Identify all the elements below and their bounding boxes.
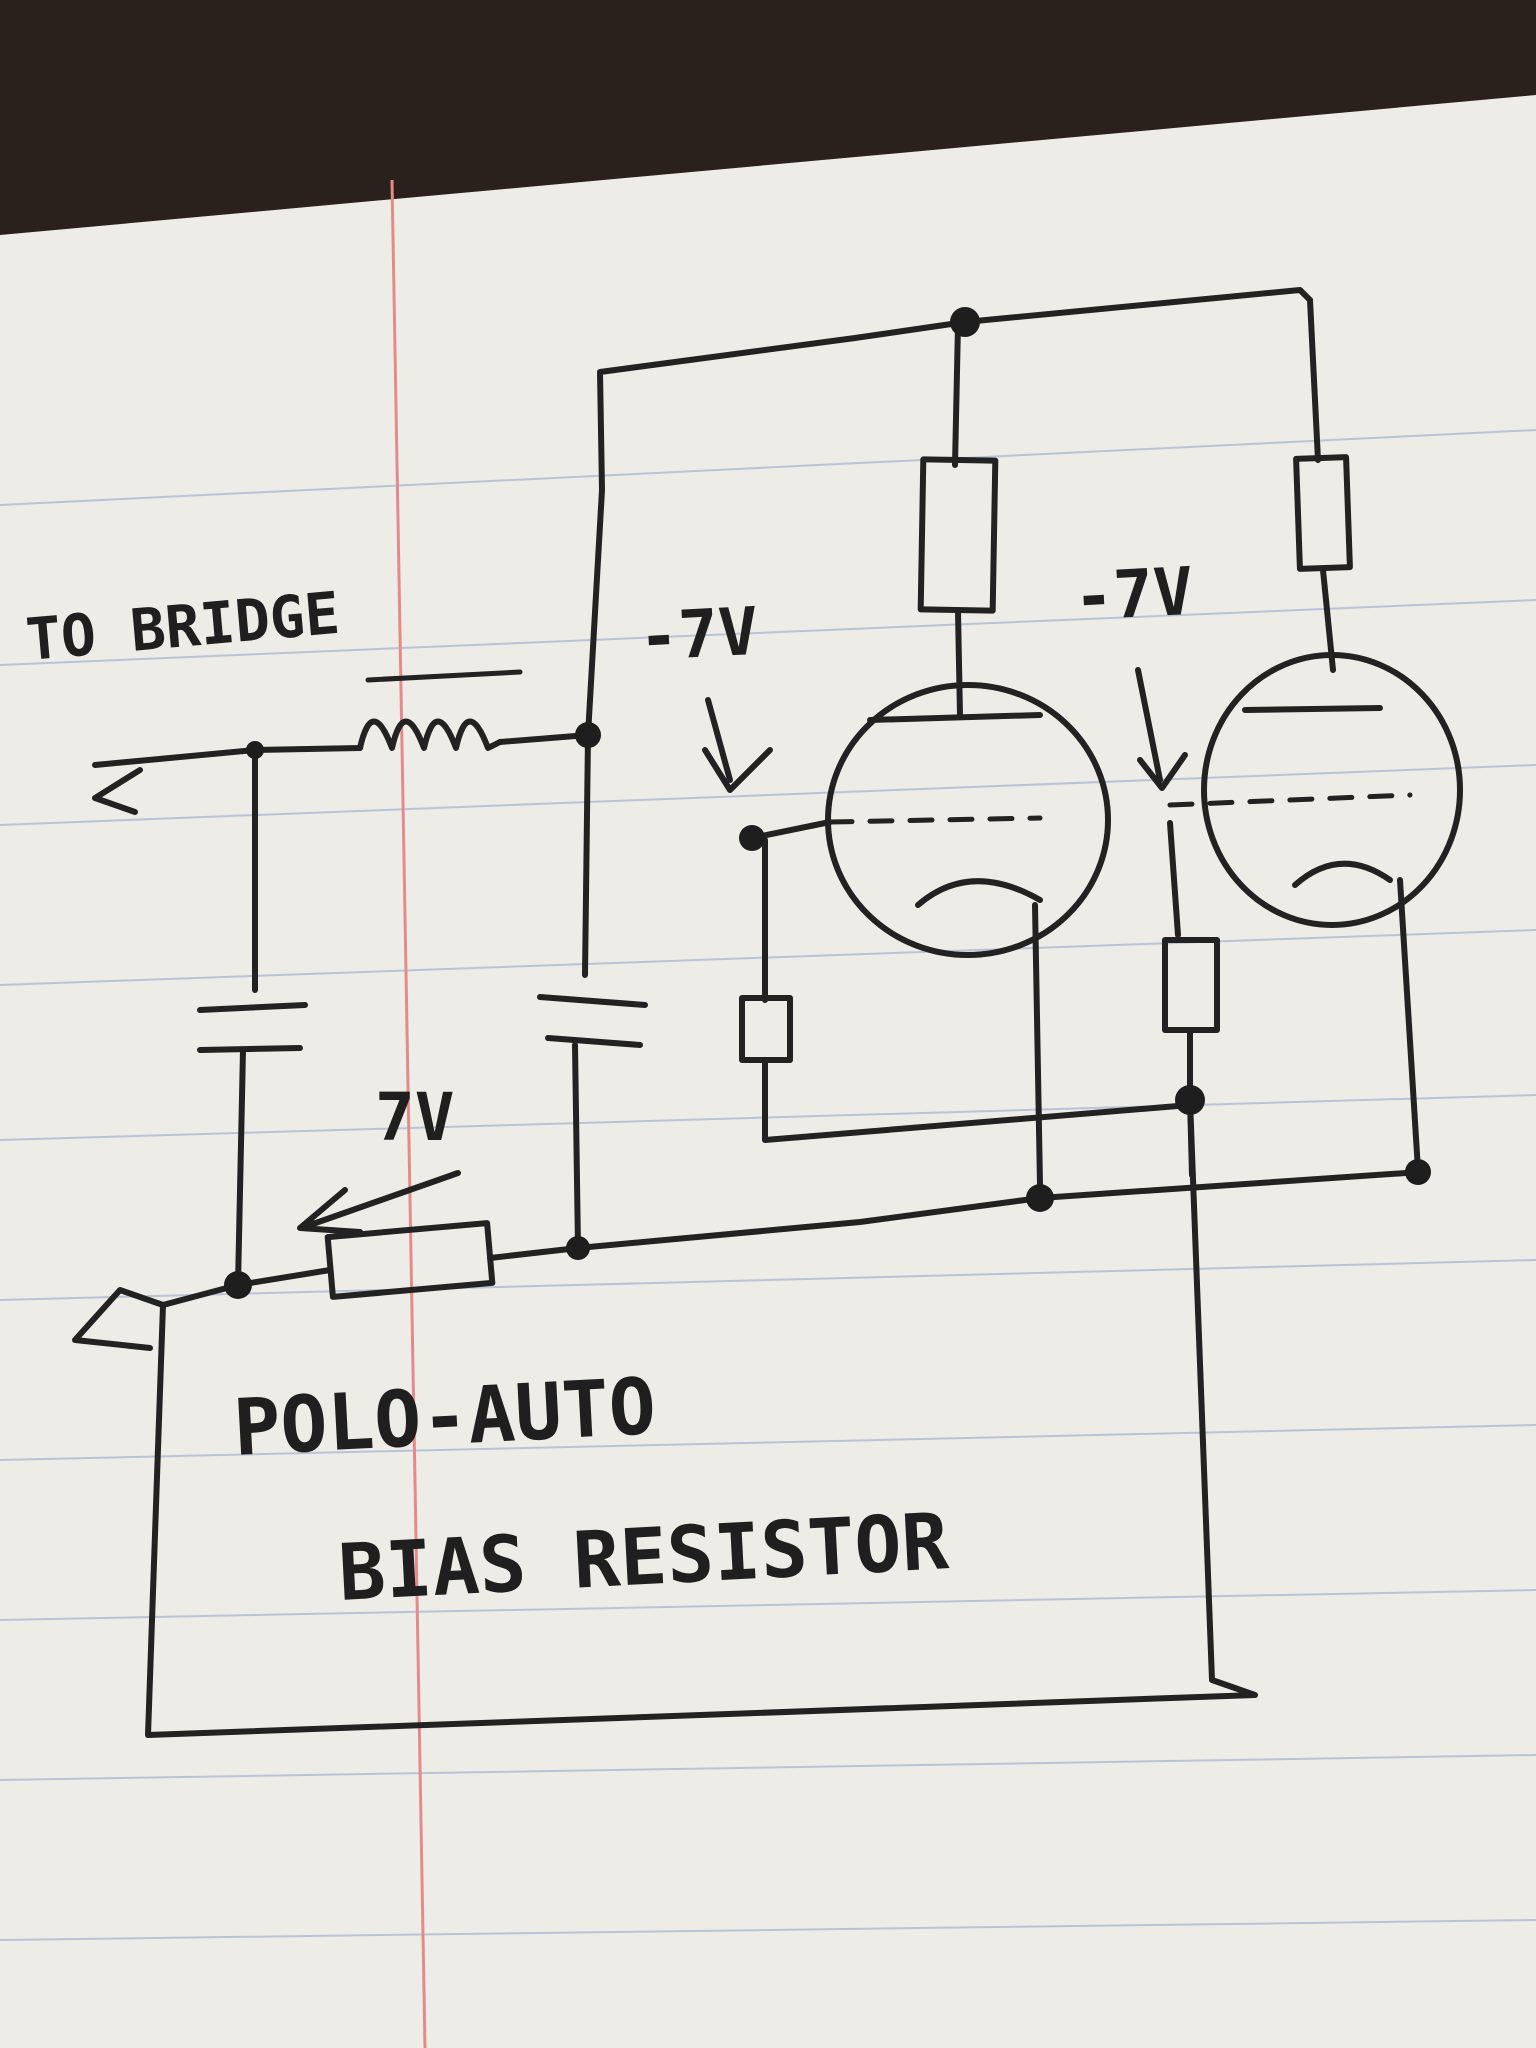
- grid-1-wire: [749, 819, 833, 841]
- wire-r-plate1-top: [952, 322, 961, 468]
- cap1-plate-top: [197, 1002, 308, 1013]
- tube-1-grid: [827, 815, 1043, 825]
- grid-1-voltage-arrow: [702, 697, 773, 793]
- tube-1-cathode-wire: [1032, 902, 1043, 1188]
- ground-return-loop: [145, 1097, 1258, 1738]
- wire-cap1-bottom: [235, 1047, 246, 1288]
- inductor-coil: [357, 718, 503, 751]
- tube-2-envelope: [1201, 652, 1463, 928]
- bridge-arrow: [92, 767, 143, 815]
- b-plus-rail: [585, 287, 1313, 738]
- cap1-plate-bottom: [197, 1045, 303, 1053]
- tube-2-grid: [1167, 792, 1413, 808]
- bias-voltage-arrow: [297, 1170, 461, 1235]
- cathode-bus: [575, 1169, 1423, 1251]
- wire-cap2-bottom: [572, 1042, 581, 1251]
- tube-1-cathode: [915, 878, 1043, 908]
- grid-1-voltage-label: -7V: [637, 593, 760, 676]
- wire-r-plate1-bottom: [955, 609, 963, 718]
- wire-after-inductor: [497, 732, 591, 745]
- ground-arrow: [72, 1287, 166, 1351]
- junction-dots: [224, 307, 1431, 1299]
- grid-1-return-wire: [762, 1057, 1193, 1143]
- tube-2-cathode-wire: [1397, 877, 1421, 1173]
- grid-2-voltage-label: -7V: [1072, 553, 1195, 636]
- tube-2-cathode: [1292, 860, 1393, 888]
- tube-1-plate: [867, 712, 1043, 723]
- bias-voltage-label: 7V: [375, 1079, 454, 1156]
- grid-2-wire: [1167, 820, 1181, 938]
- ruled-lines: [0, 429, 1536, 1941]
- wire-cap2-top: [582, 732, 591, 978]
- bias-resistor: [324, 1220, 496, 1300]
- grid-2-voltage-arrow: [1135, 667, 1188, 791]
- caption-line-1: POLO-AUTO: [231, 1362, 658, 1474]
- cap2-plate-top: [537, 994, 648, 1008]
- bias-resistor-left-lead: [235, 1267, 333, 1288]
- tube-2-plate: [1242, 705, 1383, 713]
- margin-line: [390, 179, 427, 2048]
- inductor-core: [365, 669, 523, 683]
- wire-r-plate2-top: [1307, 297, 1321, 463]
- cap2-plate-bottom: [545, 1035, 643, 1048]
- bias-resistor-right-lead: [487, 1245, 581, 1261]
